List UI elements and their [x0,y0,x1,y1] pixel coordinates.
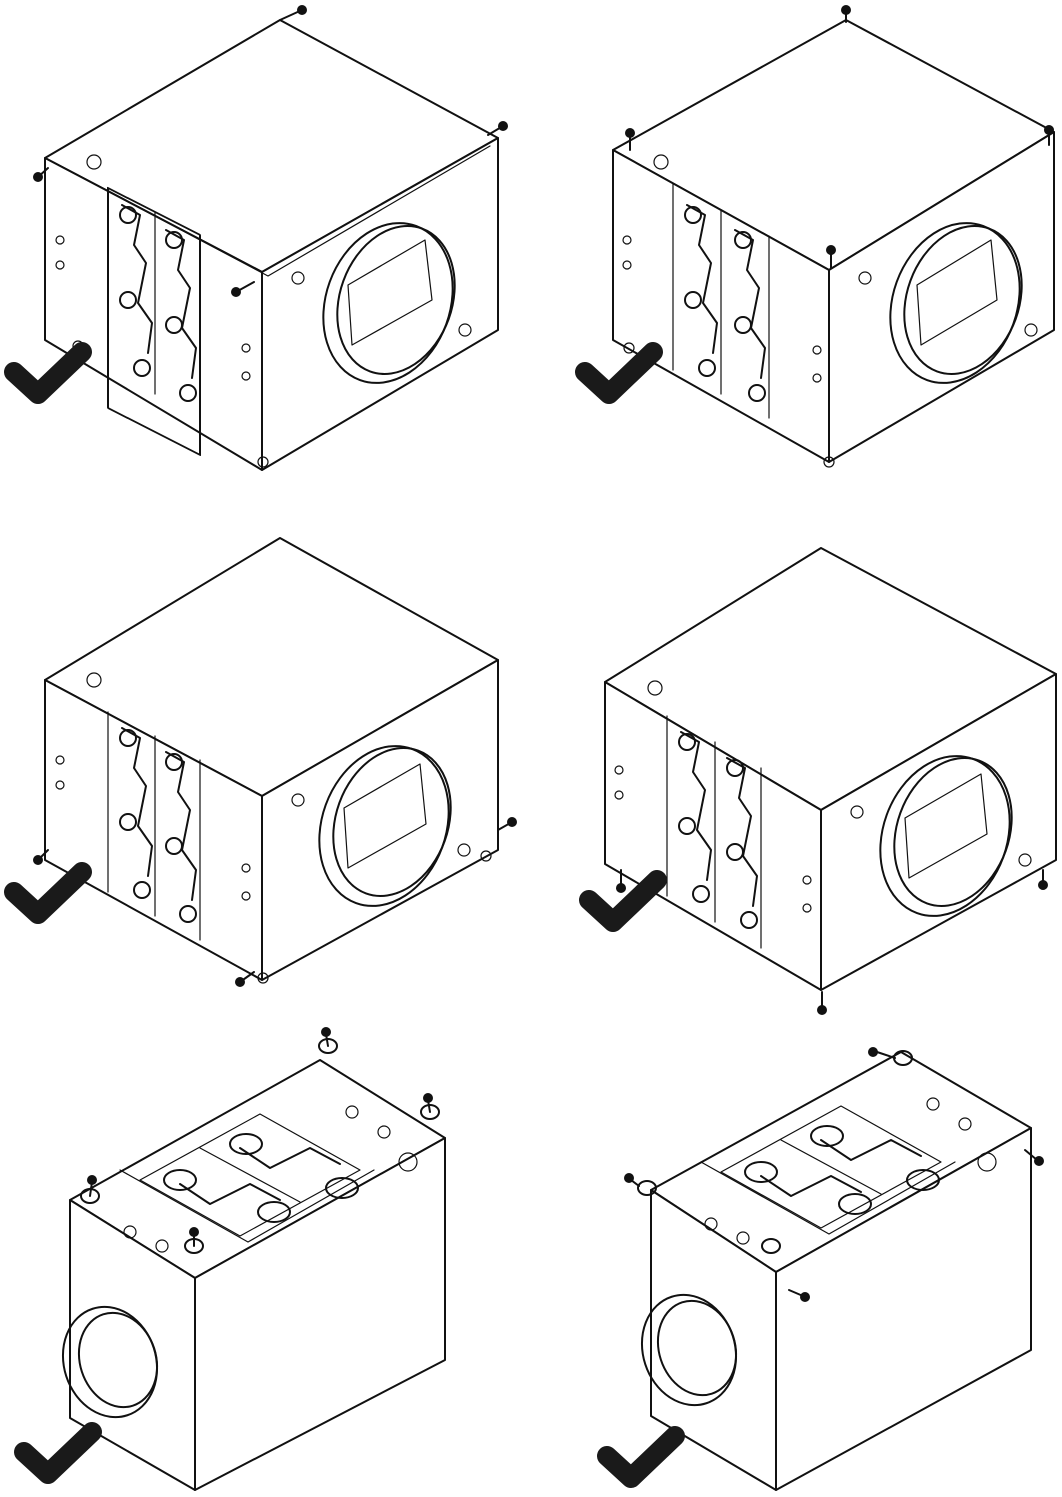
checkmark-icon [4,862,92,924]
unit-drawing [612,5,1055,468]
panel-4 [531,520,1062,1015]
unit-drawing [33,537,517,987]
checkmark-icon [4,342,92,404]
panel-2 [531,0,1062,490]
checkmark-icon [14,1422,102,1484]
unit-drawing [604,547,1057,1015]
panel-5 [0,1020,531,1497]
checkmark-icon [597,1426,685,1488]
checkmark-icon [575,342,663,404]
unit-drawing [33,5,508,471]
unit-drawing [624,1047,1044,1491]
checkmark-icon [579,870,667,932]
unit-drawing [61,1027,446,1491]
panel-6 [531,1020,1062,1497]
panel-3 [0,520,531,1000]
panel-1 [0,0,531,490]
